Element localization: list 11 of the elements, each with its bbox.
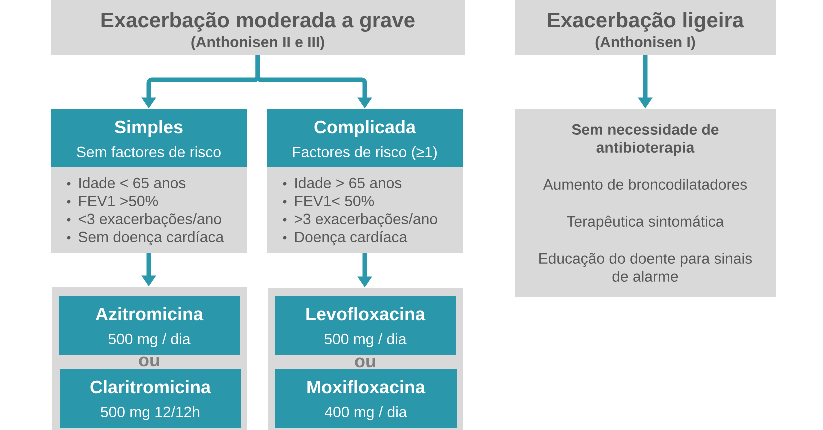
drug-box: Claritromicina 500 mg 12/12h xyxy=(60,368,241,428)
advice-box: Sem necessidade de antibioterapia Aumento de broncodilatadores Terapêutica sintomática Educação do doente para sinais de alarme xyxy=(515,109,776,297)
drug-box: Levofloxacina 500 mg / dia xyxy=(275,296,456,355)
category-box: Simples Sem factores de risco xyxy=(51,109,247,167)
heading-box: Exacerbação ligeira (Anthonisen I) xyxy=(515,0,776,55)
heading-box: Exacerbação moderada a grave (Anthonisen II e III) xyxy=(51,0,465,55)
criteria-box: Idade > 65 anos FEV1< 50% >3 exacerbações/ano Doença cardíaca xyxy=(267,167,463,253)
category-box: Complicada Factores de risco (≥1) xyxy=(267,109,463,167)
drug-box: Azitromicina 500 mg / dia xyxy=(59,296,240,355)
drug-box: Moxifloxacina 400 mg / dia xyxy=(275,368,457,428)
criteria-box: Idade < 65 anos FEV1 >50% <3 exacerbações/ano Sem doença cardíaca xyxy=(51,167,247,253)
